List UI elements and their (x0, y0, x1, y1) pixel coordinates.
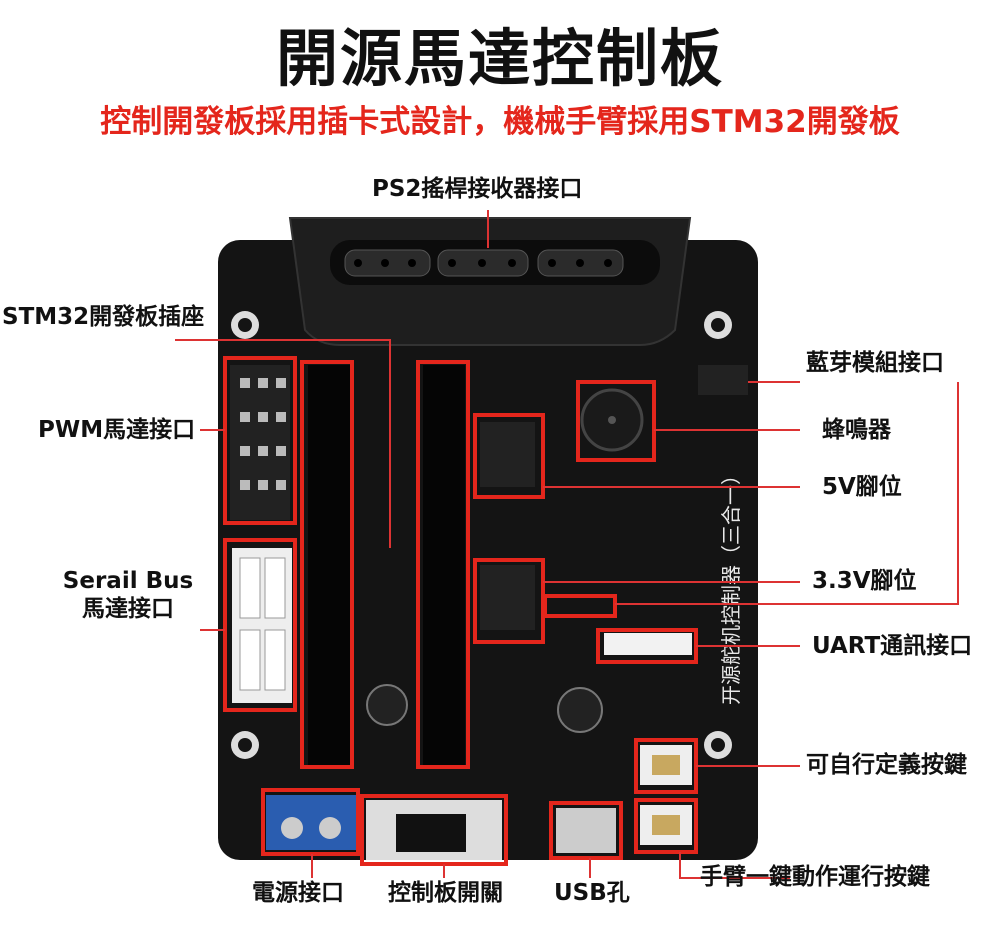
svg-text:开源舵机控制器（三合一）: 开源舵机控制器（三合一） (719, 465, 743, 705)
capacitors (366, 684, 603, 733)
page-title: 開源馬達控制板 (275, 22, 724, 95)
label-serial-line1: Serail Bus (62, 568, 194, 594)
label-stm32-socket: STM32開發板插座 (2, 304, 205, 330)
label-uart: UART通訊接口 (812, 633, 973, 659)
label-3v3: 3.3V腳位 (812, 568, 917, 594)
label-switch: 控制板開關 (388, 880, 503, 906)
label-ps2: PS2搖桿接收器接口 (372, 176, 583, 202)
power-switch (366, 800, 502, 860)
ps2-connector (288, 217, 692, 346)
page-subtitle: 控制開發板採用插卡式設計，機械手臂採用STM32開發板 (100, 104, 900, 140)
label-buzzer: 蜂鳴器 (822, 417, 891, 443)
serial-connectors (232, 548, 292, 703)
label-serial-bus: Serail Bus 馬達接口 (58, 568, 198, 623)
pwm-pins (230, 365, 290, 520)
stm32-sockets (308, 365, 465, 765)
label-power: 電源接口 (252, 880, 344, 906)
label-5v: 5V腳位 (822, 474, 902, 500)
power-terminal (266, 795, 356, 850)
uart-header (604, 633, 692, 655)
label-pwm: PWM馬達接口 (38, 417, 196, 443)
highlight-boxes (223, 356, 698, 866)
label-run-button: 手臂一鍵動作運行按鍵 (700, 864, 930, 890)
silk-board-name: 开源舵机控制器（三合一） (719, 465, 743, 705)
label-usb: USB孔 (554, 880, 630, 906)
label-serial-line2: 馬達接口 (82, 595, 174, 622)
usb-port (556, 808, 616, 853)
push-buttons (640, 745, 692, 845)
bluetooth-pins (698, 365, 748, 395)
label-bluetooth: 藍芽模組接口 (806, 350, 944, 376)
label-custom-button: 可自行定義按鍵 (806, 752, 967, 778)
leader-lines (175, 210, 959, 879)
